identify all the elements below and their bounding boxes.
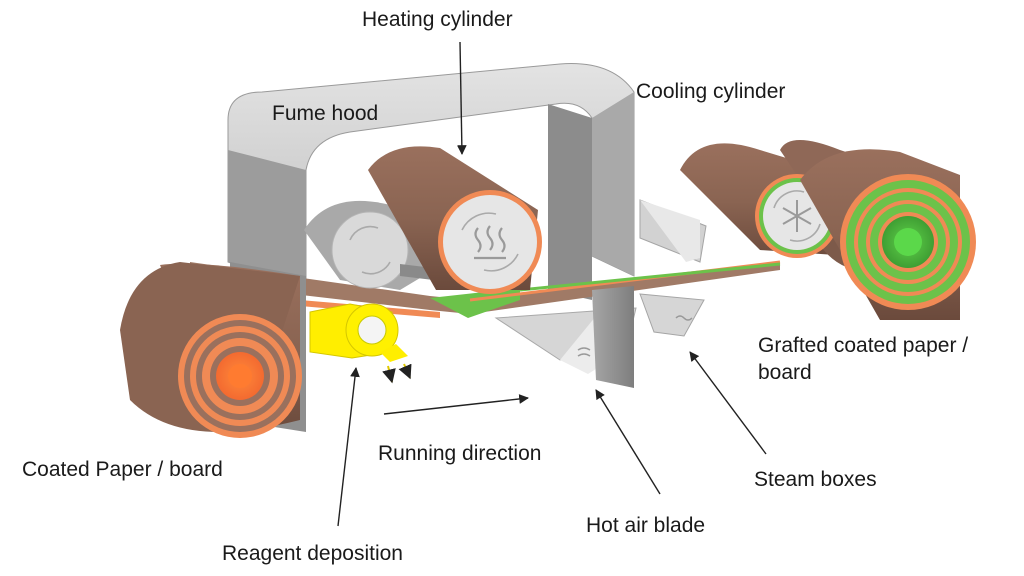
air-flow-icon xyxy=(577,347,591,357)
heat-waves-icon xyxy=(474,225,506,260)
grafted-paper-label-line2: board xyxy=(758,361,812,384)
steam-boxes xyxy=(639,199,707,337)
snowflake-icon xyxy=(782,200,812,232)
grafted-paper-label: Grafted coated paper / board xyxy=(758,332,968,386)
rotation-arrows-icon xyxy=(773,190,821,242)
hot-air-blade-pointer xyxy=(595,389,661,495)
heating-cylinder xyxy=(368,146,542,294)
reagent-deposition-label: Reagent deposition xyxy=(222,542,403,565)
heating-cylinder-pointer xyxy=(456,41,467,155)
coated-roll xyxy=(120,262,302,438)
grafted-paper-label-line1: Grafted coated paper / xyxy=(758,334,969,357)
hot-air-blade-label: Hot air blade xyxy=(586,514,706,537)
cooling-cylinder-label: Cooling cylinder xyxy=(636,80,786,103)
running-direction-label: Running direction xyxy=(378,442,542,465)
coated-paper-label: Coated Paper / board xyxy=(22,458,223,481)
reagent-deposition-pointer xyxy=(337,367,360,527)
fume-hood-label: Fume hood xyxy=(272,102,379,125)
steam-icon xyxy=(675,315,693,321)
running-direction-arrow xyxy=(383,394,529,415)
rotation-arrows-icon xyxy=(461,212,519,272)
heating-cylinder-label: Heating cylinder xyxy=(362,8,513,31)
steam-boxes-label: Steam boxes xyxy=(754,468,877,491)
grafted-roll xyxy=(800,149,976,320)
fume-hood xyxy=(227,63,635,300)
reagent-roller xyxy=(309,303,412,384)
steam-boxes-pointer xyxy=(689,351,767,455)
guide-cylinder xyxy=(304,200,450,290)
rotation-arrows-icon xyxy=(349,225,391,275)
